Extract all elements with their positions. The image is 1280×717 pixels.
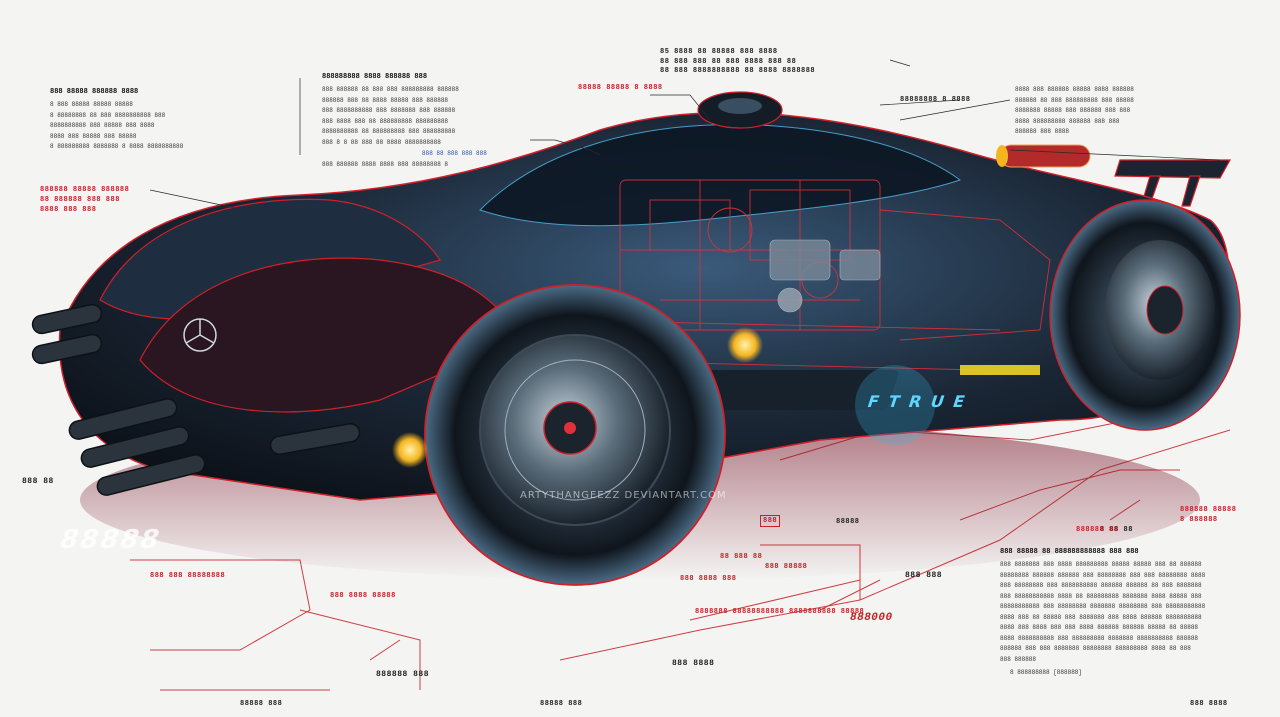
front-exhaust-pipes	[31, 303, 361, 496]
left-block-line: 8 88888888 88 888 8888888888 888	[50, 111, 166, 119]
roof-intake	[697, 91, 783, 129]
watermark: ARTYTHANGEEZZ DEVIANTART.COM	[520, 490, 727, 501]
lower-mid-label: 888 8888	[672, 659, 715, 668]
right-lower-line: 888 88888888 888 8888888888 888888 88888…	[1000, 582, 1202, 589]
right-upper-line: 8888888 88888 888 888888 888 888	[1015, 107, 1131, 114]
right-upper-text-block: 8888 888 888888 88888 8888 888888 888888…	[1015, 86, 1235, 139]
top-center-line-2: 88 888 888 88 888 8888 888 88	[660, 58, 797, 66]
side-glow	[727, 327, 763, 363]
right-upper-line: 888888 88 888 888888888 888 88888	[1015, 96, 1134, 104]
left-red-label: 88 888888 888 888	[40, 196, 120, 204]
under-car-label: 88 888 88	[720, 553, 763, 561]
middle-block-line: 888888 888 88 8888 88888 888 888888	[322, 96, 449, 104]
left-block-line: 8888888888 888 88888 888 8888	[50, 122, 155, 129]
right-lower-line: 888 88888888888 8888 88 888888888 888888…	[1000, 592, 1202, 600]
red-top-label: 88888 88888 8 8888	[578, 84, 663, 92]
right-lower-line: 88888888 888888 888888 888 88888888 888 …	[1000, 571, 1206, 579]
right-mid-label: 8 88 88	[1100, 526, 1133, 534]
left-text-block: 888 88888 888888 8888 8 888 88888 88888 …	[50, 88, 260, 154]
under-car-label: 8888888 88888888888 8888888888 88888	[695, 608, 865, 616]
hood-emblem	[183, 318, 217, 352]
cyan-glow	[855, 365, 935, 445]
right-upper-line: 8888 888888888 888888 888 888	[1015, 117, 1120, 125]
right-lower-line: 8888 888 8888 888 888 8888 888888 888888…	[1000, 624, 1199, 631]
lower-dark-label: 888888 888	[376, 670, 430, 679]
under-car-label: 888 88888	[765, 563, 808, 571]
left-block-line: 8888 888 88888 888 88888	[50, 132, 137, 140]
left-block-line: 8 888888888 8888888 8 8888 8888888888	[50, 143, 184, 150]
right-mid-label: 888888 88888	[1180, 506, 1237, 514]
middle-block-line: 888 888888 8888 8888 888 88888888 8	[322, 160, 449, 168]
bottom-label: 88888 888	[540, 700, 583, 708]
middle-block-line: 888 888888 88 888 888 888888888 888888	[322, 86, 459, 93]
lower-mid-label: 888 888	[905, 571, 943, 580]
right-lower-line: 888 888888	[1000, 655, 1037, 663]
front-fender-right	[139, 257, 521, 413]
lower-red-label: 888 8888 888	[680, 575, 737, 583]
right-lower-text-block: 888 88888 88 888888888888 888 888 888 88…	[1000, 548, 1240, 680]
top-center-line-1: 85 8888 88 88888 888 8888	[660, 48, 778, 56]
right-lower-line: 888888 888 888 8888888 88888888 88888888…	[1000, 645, 1191, 652]
bottom-script-label: 888000	[850, 612, 893, 624]
left-block-title: 888 88888 888888 8888	[50, 88, 139, 96]
front-wheel	[424, 284, 726, 586]
left-dark-label: 888 88	[22, 477, 54, 486]
rear-tube	[996, 144, 1091, 168]
headlight-glow	[392, 432, 428, 468]
right-lower-line: 8888 888 88 88888 888 8888888 888 8888 8…	[1000, 613, 1202, 621]
right-upper-line: 8888 888 888888 88888 8888 888888	[1015, 86, 1134, 93]
middle-block-line: 8888888888 88 888888888 888 888888888	[322, 128, 456, 135]
left-red-label: 8888 888 888	[40, 206, 97, 214]
left-stylized-lettering: 88888	[55, 525, 166, 555]
rear-wheel	[1049, 199, 1241, 431]
left-block-line: 8 888 88888 88888 88888	[50, 101, 133, 108]
callout-lines	[149, 59, 1221, 211]
left-red-label: 888888 88888 888888	[40, 186, 130, 194]
center-small-label: 88888	[836, 518, 860, 526]
right-lower-line: 8888 8888888888 888 888888888 8888888 88…	[1000, 634, 1199, 642]
lower-red-label: 888 888 88888888	[150, 572, 226, 580]
right-lower-line: 888 8888888 888 8888 888888888 88888 888…	[1000, 561, 1202, 568]
center-red-box-label: 888	[760, 515, 781, 527]
right-upper-line: 888888 888 8888	[1015, 128, 1070, 135]
middle-block-subheading: 888 88 888 888 888	[422, 150, 487, 157]
right-mid-label: 888888 88	[1076, 526, 1119, 534]
side-badge-text: F T R U E	[864, 392, 970, 411]
middle-block-line: 888 8888888888 888 8888888 888 888888	[322, 107, 456, 114]
lower-red-label: 888 8888 88888	[330, 592, 396, 600]
engine-label: 88888888 8 8888	[900, 96, 971, 104]
engine-block	[769, 239, 881, 313]
right-lower-signature: 8 888888888 [888888]	[1010, 669, 1083, 676]
right-lower-title: 888 88888 88 888888888888 888 888	[1000, 548, 1139, 556]
right-mid-label: 8 888888	[1180, 516, 1218, 524]
middle-block-line: 888 8888 888 88 888888888 888888888	[322, 117, 449, 125]
top-center-line-3: 88 888 8888888888 88 8888 8888888	[660, 67, 816, 75]
bottom-label: 888 8888	[1190, 700, 1228, 708]
windshield	[479, 123, 962, 227]
middle-text-block: 888888888 8888 888888 888 888 888888 88 …	[322, 73, 532, 171]
side-light-bar	[668, 365, 1040, 410]
middle-block-title: 888888888 8888 888888 888	[322, 73, 428, 81]
middle-block-line: 888 8 8 88 888 88 8888 8888888888	[322, 138, 441, 146]
right-lower-line: 88888888888 888 88888888 8888888 8888888…	[1000, 603, 1206, 610]
bottom-label: 88888 888	[240, 700, 283, 708]
